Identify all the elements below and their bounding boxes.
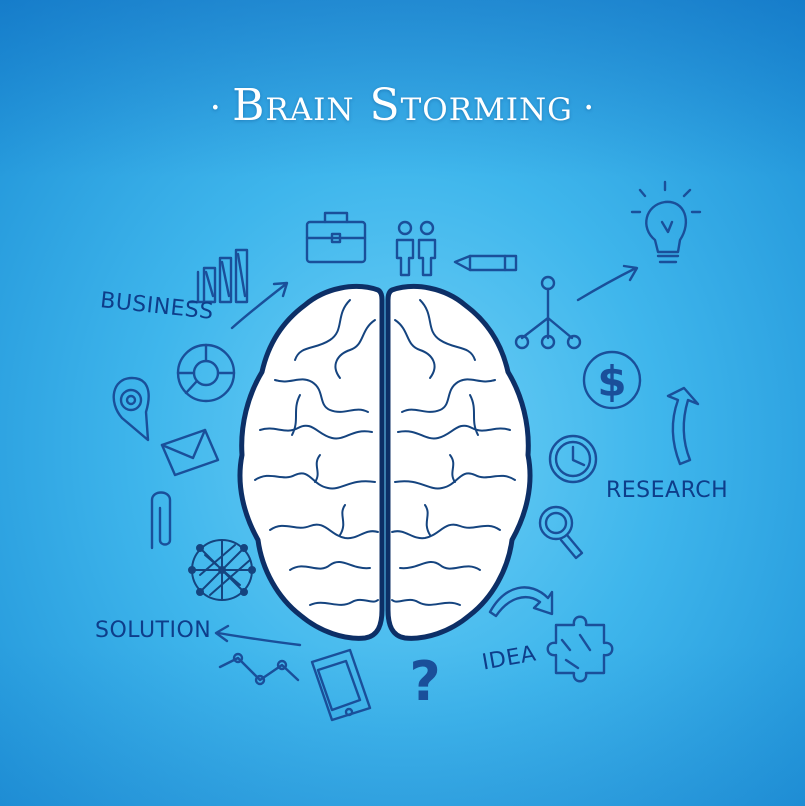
brain-left-hemisphere bbox=[237, 284, 385, 641]
dollar-sign: $ bbox=[597, 357, 626, 406]
brain-right-hemisphere bbox=[385, 284, 533, 641]
label-solution: SOLUTION bbox=[95, 618, 212, 643]
title-dot-left: · bbox=[209, 88, 223, 129]
clock-icon bbox=[548, 434, 598, 484]
paperclip-icon bbox=[150, 491, 172, 550]
envelope-icon bbox=[160, 428, 220, 477]
magnifier-icon bbox=[538, 505, 584, 560]
arrow-up-right-icon-2 bbox=[576, 264, 639, 302]
line-graph-icon bbox=[218, 652, 300, 686]
phone-icon bbox=[310, 648, 372, 722]
arrow-left-icon bbox=[214, 624, 302, 647]
dollar-icon: $ bbox=[582, 350, 642, 410]
question-icon: ? bbox=[409, 650, 440, 713]
page-title: ·Brain Storming· bbox=[0, 80, 805, 131]
puzzle-icon bbox=[546, 615, 614, 683]
question-mark: ? bbox=[409, 650, 440, 713]
title-text: Brain Storming bbox=[232, 80, 573, 131]
location-pin-icon bbox=[112, 376, 150, 442]
arrow-up-right-icon bbox=[230, 281, 289, 330]
bar-chart-icon bbox=[188, 248, 249, 304]
curved-arrow-up-icon bbox=[666, 386, 700, 466]
brain-icon bbox=[237, 284, 533, 641]
network-sphere-icon bbox=[188, 539, 256, 601]
people-icon bbox=[395, 220, 437, 277]
pie-chart-icon bbox=[176, 343, 236, 403]
briefcase-icon bbox=[305, 211, 367, 264]
lightbulb-icon bbox=[630, 180, 702, 264]
network-tree-icon bbox=[514, 275, 582, 350]
label-research: RESEARCH bbox=[606, 478, 729, 503]
title-dot-right: · bbox=[582, 88, 596, 129]
curved-arrow-right-icon bbox=[488, 586, 554, 618]
pencil-icon bbox=[453, 254, 518, 272]
